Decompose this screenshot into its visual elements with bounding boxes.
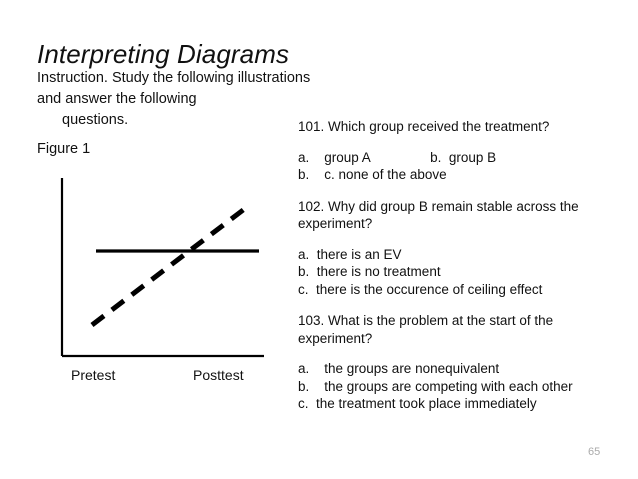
option-row[interactable]: b. the groups are competing with each ot… xyxy=(298,378,573,394)
question-stem: 102. Why did group B remain stable acros… xyxy=(298,198,579,232)
question-102: 102. Why did group B remain stable acros… xyxy=(298,198,628,299)
option-row[interactable]: c. there is the occurence of ceiling eff… xyxy=(298,281,543,297)
question-list: 101. Which group received the treatment?… xyxy=(298,118,628,427)
series-line-dashed-group-a xyxy=(90,202,253,327)
figure-caption: Figure 1 xyxy=(37,141,91,157)
question-options: a. the groups are nonequivalent b. the g… xyxy=(298,360,628,413)
option-row[interactable]: a. there is an EV xyxy=(298,246,402,262)
x-axis-label-posttest: Posttest xyxy=(193,367,244,383)
page-title: Interpreting Diagrams xyxy=(37,39,290,70)
question-stem: 101. Which group received the treatment? xyxy=(298,119,550,134)
instruction-line-1: Instruction. Study the following illustr… xyxy=(37,70,311,107)
option-row[interactable]: c. the treatment took place immediately xyxy=(298,396,537,411)
question-options: a. group A b. group B b. c. none of the … xyxy=(298,149,628,184)
figure-1-chart xyxy=(40,176,275,366)
instruction-text: Instruction. Study the following illustr… xyxy=(37,68,327,131)
question-stem: 103. What is the problem at the start of… xyxy=(298,313,554,346)
option-row[interactable]: b. there is no treatment xyxy=(298,264,441,279)
question-101: 101. Which group received the treatment?… xyxy=(298,118,628,184)
question-103: 103. What is the problem at the start of… xyxy=(298,312,628,413)
x-axis-tick-labels: Pretest Posttest xyxy=(40,367,280,389)
option-row[interactable]: a. the groups are nonequivalent xyxy=(298,361,500,376)
instruction-line-2: questions. xyxy=(62,112,129,128)
option-row[interactable]: b. c. none of the above xyxy=(298,167,447,182)
question-options: a. there is an EV b. there is no treatme… xyxy=(298,246,628,299)
option-row[interactable]: a. group A b. group B xyxy=(298,149,497,165)
x-axis-label-pretest: Pretest xyxy=(71,367,116,383)
page-number: 65 xyxy=(588,446,601,458)
